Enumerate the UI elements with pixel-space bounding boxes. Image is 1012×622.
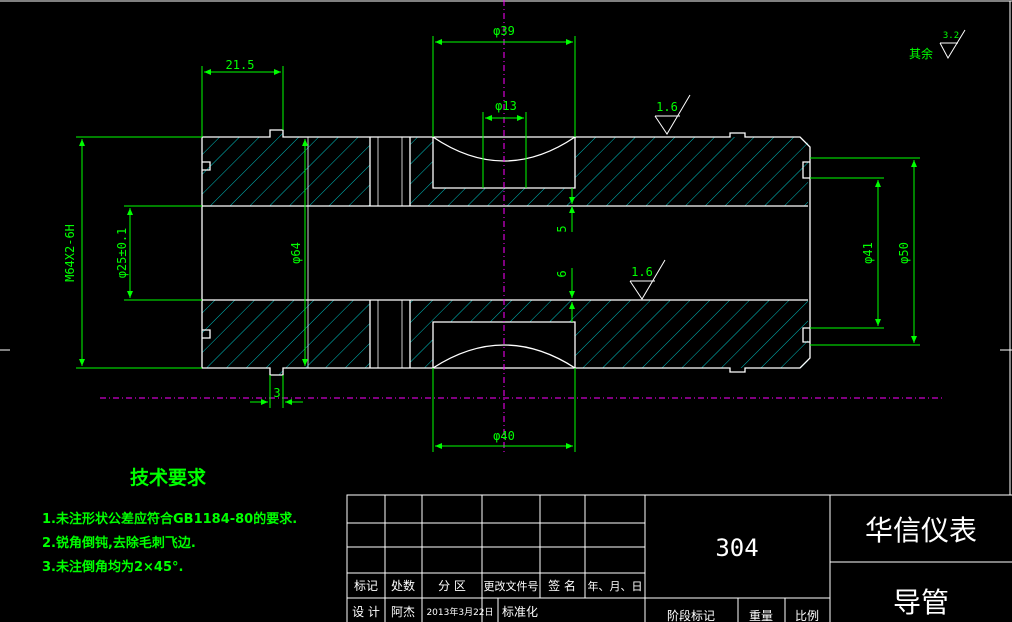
dim-length-21-5: 21.5 (226, 58, 255, 72)
dim-d25: φ25±0.1 (115, 228, 129, 279)
dim-d13: φ13 (495, 99, 517, 113)
tb-label-weight: 重量 (749, 609, 773, 622)
dim-d40: φ40 (493, 429, 515, 443)
centerlines (100, 0, 945, 455)
tb-material: 304 (715, 534, 758, 562)
tb-designer: 阿杰 (391, 605, 415, 619)
tech-item-3: 3.未注倒角均为2×45°. (42, 559, 183, 575)
tech-item-1: 1.未注形状公差应符合GB1184-80的要求. (42, 511, 297, 527)
tech-requirements-title: 技术要求 (130, 466, 207, 489)
dim-length-5: 5 (555, 225, 569, 232)
title-block (346, 494, 1012, 622)
roughness-symbols (629, 29, 966, 300)
drawing-border (0, 0, 1012, 495)
tb-company: 华信仪表 (865, 514, 977, 547)
dim-d39: φ39 (493, 24, 515, 38)
tb-label-standard: 标准化 (502, 605, 538, 619)
dim-thread: M64X2-6H (63, 224, 77, 282)
section-hatch (202, 130, 808, 375)
dim-d64: φ64 (289, 242, 303, 264)
tb-design-date: 2013年3月22日 (426, 606, 493, 618)
dim-d50: φ50 (897, 242, 911, 264)
roughness-mid-value: 1.6 (631, 265, 653, 279)
tb-label-change-doc: 更改文件号 (484, 579, 539, 593)
tb-label-mark: 标记 (354, 579, 378, 593)
tb-label-zone: 分 区 (438, 579, 466, 593)
roughness-top-value: 1.6 (656, 100, 678, 114)
tb-label-date: 年、月、日 (588, 579, 643, 593)
dimension-lines (76, 36, 920, 452)
roughness-rest-label: 其余 (909, 46, 933, 61)
dim-length-6: 6 (555, 270, 569, 277)
dim-length-3: 3 (273, 386, 280, 400)
dim-d41: φ41 (861, 242, 875, 264)
tb-label-count: 处数 (391, 578, 415, 593)
tb-part-name: 导管 (893, 586, 949, 619)
tb-label-stage: 阶段标记 (667, 608, 715, 622)
tb-label-scale: 比例 (795, 609, 819, 622)
tb-label-signature: 签 名 (548, 578, 576, 593)
tech-item-2: 2.锐角倒钝,去除毛刺飞边. (42, 535, 196, 551)
roughness-rest-value: 3.2 (943, 31, 959, 41)
tb-label-design: 设 计 (352, 605, 380, 619)
